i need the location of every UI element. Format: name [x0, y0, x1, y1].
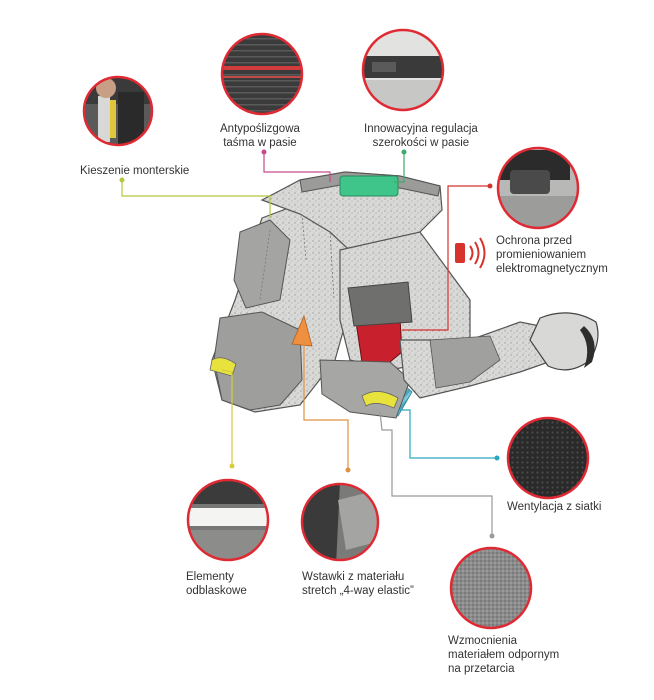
shielded-pocket-icon — [496, 146, 580, 230]
label-line: na przetarcia — [448, 663, 515, 675]
label-line: Ochrona przed — [496, 235, 573, 247]
reflective-knee-patch-2 — [361, 391, 399, 409]
stretch-insert-icon — [300, 482, 380, 562]
label-line: stretch „4-way elastic” — [302, 585, 414, 597]
label-wzmocnienia: Wzmocnienia materiałem odpornym na przet… — [448, 634, 559, 676]
reflective-strip-icon — [186, 478, 270, 562]
label-elementy-odblaskowe: Elementy odblaskowe — [186, 570, 247, 598]
leader-lines — [121, 152, 497, 536]
hip-panel — [233, 219, 291, 309]
orange-stretch-insert — [291, 314, 313, 347]
waist-adjuster-icon — [361, 28, 445, 112]
label-line: elektromagnetycznym — [496, 263, 608, 275]
right-knee-pad — [319, 359, 411, 419]
label-line: Wentylacja z siatki — [507, 501, 602, 513]
label-ochrona-promieniowanie: Ochrona przed promieniowaniem elektromag… — [496, 234, 608, 276]
label-line: taśma w pasie — [223, 137, 297, 149]
pocket-flap — [347, 281, 413, 327]
label-kieszenie-monterskie: Kieszenie monterskie — [80, 164, 189, 178]
label-line: Kieszenie monterskie — [80, 165, 190, 177]
label-line: promieniowaniem — [496, 249, 587, 261]
mesh-vent-icon — [506, 416, 590, 500]
label-line: Innowacyjna regulacja — [364, 123, 478, 135]
leader-endpoints — [119, 149, 500, 539]
label-line: odblaskowe — [186, 585, 247, 597]
shoe-sole — [580, 326, 595, 368]
label-line: Elementy — [186, 571, 234, 583]
right-shin-panel — [429, 335, 501, 389]
left-knee-panel — [213, 311, 303, 411]
label-line: Wstawki z materiału — [302, 571, 405, 583]
label-wstawki-stretch: Wstawki z materiału stretch „4-way elast… — [302, 570, 414, 598]
label-wentylacja-z-siatki: Wentylacja z siatki — [507, 500, 601, 514]
tool-pocket-icon — [82, 75, 154, 147]
kneeling-work-trousers-illustration — [209, 171, 599, 419]
label-line: materiałem odpornym — [448, 649, 560, 661]
phone-signal-icon — [455, 237, 486, 269]
waistband-tape-icon — [220, 32, 304, 116]
work-shoe — [529, 312, 599, 371]
label-antyposlizgowa-tasma: Antypoślizgowa taśma w pasie — [220, 122, 300, 150]
label-innowacyjna-regulacja: Innowacyjna regulacja szerokości w pasie — [364, 122, 478, 150]
waist-adjuster-green — [339, 175, 399, 197]
abrasion-panel-icon — [449, 546, 533, 630]
label-line: Antypoślizgowa — [220, 123, 300, 135]
label-line: Wzmocnienia — [448, 635, 518, 647]
label-line: szerokości w pasie — [372, 137, 470, 149]
